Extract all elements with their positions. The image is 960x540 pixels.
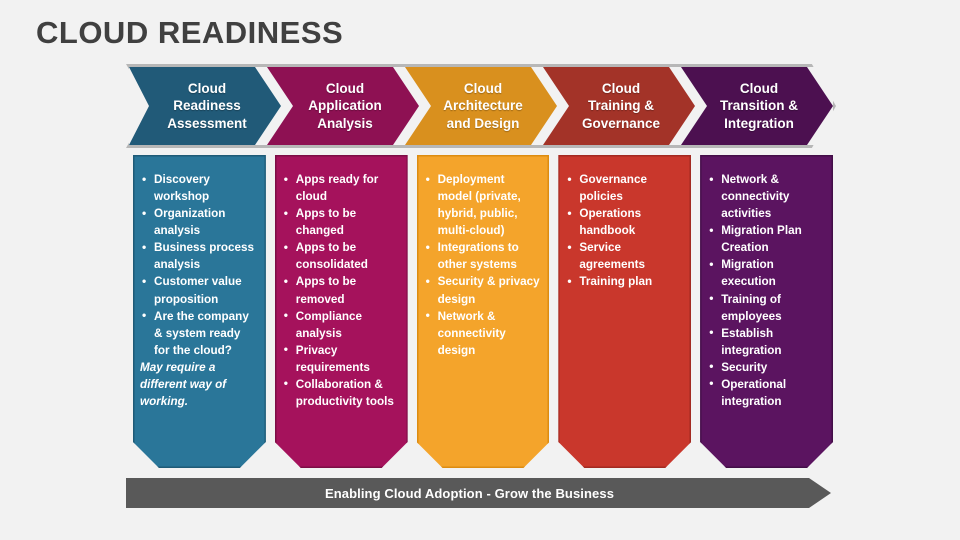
phase-column-content: Apps ready for cloudApps to be changedAp…: [282, 171, 400, 410]
phase-column-cloud-application-analysis[interactable]: Apps ready for cloudApps to be changedAp…: [275, 155, 408, 468]
phase-bullet-list: Network & connectivity activitiesMigrati…: [707, 171, 825, 410]
phase-chevron-label: Cloud Application Analysis: [308, 81, 382, 131]
footer-banner-label: Enabling Cloud Adoption - Grow the Busin…: [324, 485, 615, 501]
phase-bullet-item: Organization analysis: [140, 205, 258, 239]
phase-bullet-item: Training of employees: [707, 291, 825, 325]
footer-banner-arrow: Enabling Cloud Adoption - Grow the Busin…: [126, 478, 831, 508]
phase-bullet-item: Security & privacy design: [424, 273, 542, 307]
phase-column-cloud-readiness-assessment[interactable]: Discovery workshopOrganization analysisB…: [133, 155, 266, 468]
phase-bullet-list: Discovery workshopOrganization analysisB…: [140, 171, 258, 359]
phase-column-cloud-training-and-governance[interactable]: Governance policiesOperations handbookSe…: [558, 155, 691, 468]
phase-bullet-item: Service agreements: [565, 239, 683, 273]
phase-bullet-item: Training plan: [565, 273, 683, 290]
phase-bullet-item: Apps to be consolidated: [282, 239, 400, 273]
phase-column-content: Deployment model (private, hybrid, publi…: [424, 171, 542, 359]
phase-bullet-item: Integrations to other systems: [424, 239, 542, 273]
phase-chevron-1[interactable]: Cloud Readiness Assessment: [129, 67, 281, 145]
phase-bullet-list: Deployment model (private, hybrid, publi…: [424, 171, 542, 359]
phase-bullet-item: Network & connectivity activities: [707, 171, 825, 222]
phase-chevron-shape: [129, 67, 281, 145]
phase-bullet-item: Discovery workshop: [140, 171, 258, 205]
phase-bullet-item: Establish integration: [707, 325, 825, 359]
phase-bullet-item: Privacy requirements: [282, 342, 400, 376]
phase-bullet-item: Apps to be removed: [282, 273, 400, 307]
phase-chevron-label: Cloud Transition & Integration: [719, 81, 798, 131]
phase-column-content: Network & connectivity activitiesMigrati…: [707, 171, 825, 410]
phase-column-content: Governance policiesOperations handbookSe…: [565, 171, 683, 291]
phase-header-chevrons: Cloud Readiness Assessment Cloud Applicat…: [129, 67, 833, 145]
phase-bullet-item: Compliance analysis: [282, 308, 400, 342]
page-title: CLOUD READINESS: [36, 15, 344, 50]
phase-bullet-item: Apps ready for cloud: [282, 171, 400, 205]
phase-bullet-item: Are the company & system ready for the c…: [140, 308, 258, 359]
phase-chevron-5[interactable]: Cloud Transition & Integration: [681, 67, 833, 145]
phase-bullet-item: Security: [707, 359, 825, 376]
phase-bullet-item: Migration Plan Creation: [707, 222, 825, 256]
phase-column-note: May require a different way of working.: [140, 360, 227, 409]
phase-chevron-label: Cloud Architecture and Design: [443, 81, 523, 131]
phase-chevron-2[interactable]: Cloud Application Analysis: [267, 67, 419, 145]
phase-bullet-item: Migration execution: [707, 256, 825, 290]
phase-column-content: Discovery workshopOrganization analysisB…: [140, 171, 258, 410]
phase-chevron-4[interactable]: Cloud Training & Governance: [543, 67, 695, 145]
phase-bullet-item: Business process analysis: [140, 239, 258, 273]
phase-column-cloud-transition-and-integration[interactable]: Network & connectivity activitiesMigrati…: [700, 155, 833, 468]
phase-bullet-item: Network & connectivity design: [424, 308, 542, 359]
phase-bullet-item: Governance policies: [565, 171, 683, 205]
phase-bullet-list: Apps ready for cloudApps to be changedAp…: [282, 171, 400, 410]
phase-columns: Discovery workshopOrganization analysisB…: [133, 155, 833, 468]
phase-bullet-item: Apps to be changed: [282, 205, 400, 239]
phase-bullet-item: Operational integration: [707, 376, 825, 410]
phase-chevron-3[interactable]: Cloud Architecture and Design: [405, 67, 557, 145]
phase-bullet-item: Deployment model (private, hybrid, publi…: [424, 171, 542, 239]
phase-bullet-item: Customer value proposition: [140, 273, 258, 307]
phase-chevron-label: Cloud Readiness Assessment: [167, 81, 247, 131]
phase-bullet-item: Collaboration & productivity tools: [282, 376, 400, 410]
phase-column-cloud-architecture-and-design[interactable]: Deployment model (private, hybrid, publi…: [417, 155, 550, 468]
phase-bullet-list: Governance policiesOperations handbookSe…: [565, 171, 683, 291]
phase-bullet-item: Operations handbook: [565, 205, 683, 239]
phase-chevron-label: Cloud Training & Governance: [581, 81, 661, 131]
